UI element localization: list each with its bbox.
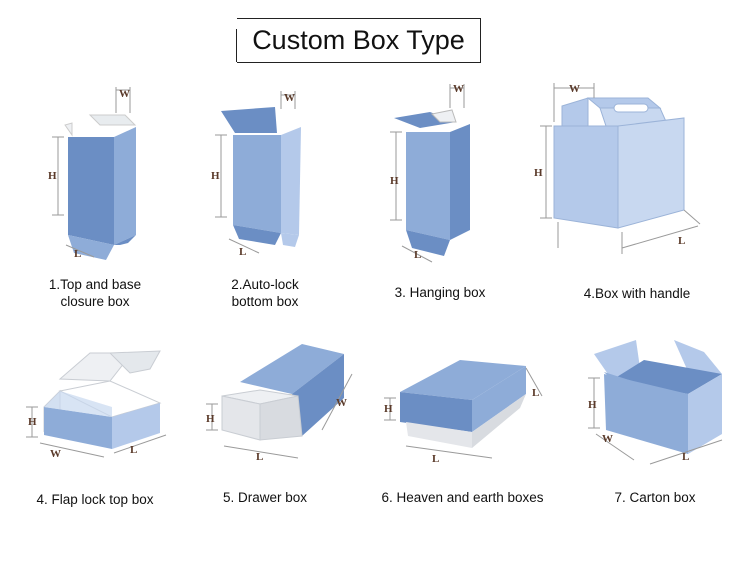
length-dim-label: L <box>239 246 246 258</box>
box-label-drawer: 5. Drawer box <box>200 489 330 506</box>
label-line1: 4.Box with handle <box>583 286 691 301</box>
width-dim-label: W <box>453 83 464 95</box>
length-dim-label: L <box>130 444 137 456</box>
label-line1: 2.Auto-lock <box>231 277 299 292</box>
box-illustration-top-and-base-closure: H W L <box>48 87 137 260</box>
length-dim-label: L <box>74 248 81 260</box>
box-illustration-flap-lock-top: H W L <box>26 350 167 460</box>
width-dim-label: W <box>50 448 61 460</box>
height-dim-label: H <box>206 413 215 425</box>
length-dim-label: L <box>414 249 421 261</box>
label-line1: 3. Hanging box <box>394 285 486 300</box>
label-line1: 5. Drawer box <box>222 490 308 505</box>
length-dim-label: L <box>682 451 689 463</box>
width-dim-label: W <box>602 433 613 445</box>
box-label-hanging: 3. Hanging box <box>370 284 510 301</box>
title-frame: Custom Box Type <box>236 18 481 63</box>
page-title: Custom Box Type <box>252 25 465 55</box>
box-label-carton: 7. Carton box <box>590 489 720 506</box>
height-dim-label: H <box>384 403 393 415</box>
height-dim-label: H <box>211 170 220 182</box>
height-dim-label: H <box>28 416 37 428</box>
length-dim-label: L <box>432 453 439 465</box>
box-illustration-carton: H W L <box>588 340 723 465</box>
label-line2: bottom box <box>231 294 299 309</box>
box-illustration-with-handle: H W L <box>534 83 701 254</box>
length-dim-label: L <box>678 235 685 247</box>
width-dim-label: W <box>119 88 130 100</box>
label-line2: closure box <box>60 294 130 309</box>
box-label-flap-lock-top: 4. Flap lock top box <box>20 491 170 508</box>
height-dim-label: H <box>390 175 399 187</box>
height-dim-label: H <box>48 170 57 182</box>
box-illustration-drawer: H W L <box>206 344 353 463</box>
box-label-auto-lock-bottom: 2.Auto-lock bottom box <box>200 276 330 310</box>
side-dim-label: L <box>532 387 539 399</box>
label-line1: 1.Top and base <box>48 277 142 292</box>
box-label-heaven-and-earth: 6. Heaven and earth boxes <box>370 489 555 506</box>
box-label-top-and-base-closure: 1.Top and base closure box <box>30 276 160 310</box>
label-line1: 6. Heaven and earth boxes <box>381 490 544 505</box>
width-dim-label: W <box>336 397 347 409</box>
height-dim-label: H <box>534 167 543 179</box>
length-dim-label: L <box>256 451 263 463</box>
box-illustration-auto-lock-bottom: H W L <box>211 91 301 258</box>
width-dim-label: W <box>569 83 580 95</box>
width-dim-label: W <box>284 92 295 104</box>
box-illustration-hanging: H W L <box>390 83 470 263</box>
box-illustration-heaven-and-earth: H L L <box>384 360 543 465</box>
height-dim-label: H <box>588 399 597 411</box>
label-line1: 4. Flap lock top box <box>36 492 154 507</box>
box-label-with-handle: 4.Box with handle <box>552 285 722 302</box>
label-line1: 7. Carton box <box>614 490 696 505</box>
